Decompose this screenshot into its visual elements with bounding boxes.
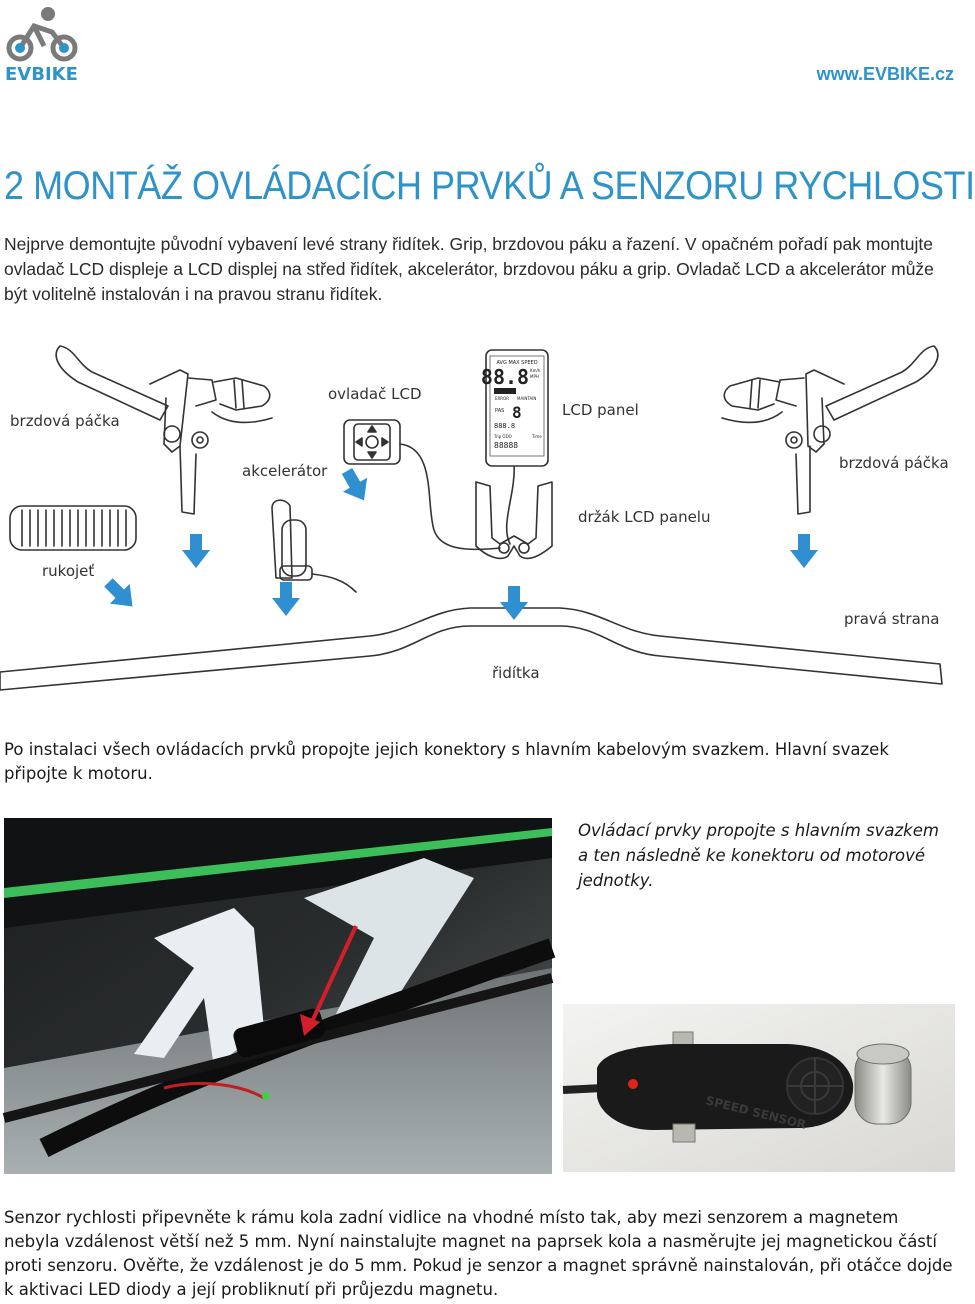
label-lcd-controller: ovladač LCD <box>328 385 422 403</box>
arrow-diagonal-icon <box>98 572 143 617</box>
website-link[interactable]: www.EVBIKE.cz <box>816 64 954 84</box>
lcd-holder <box>475 463 553 560</box>
label-grip: rukojeť <box>42 562 95 580</box>
lcd-kmh-text: Km/h <box>530 368 541 373</box>
grip <box>9 505 137 551</box>
sensor-instructions: Senzor rychlosti připevněte k rámu kola … <box>4 1208 953 1299</box>
intro-paragraph: Nejprve demontujte původní vybavení levé… <box>4 234 934 304</box>
arrow-down-icon <box>182 534 210 568</box>
lcd-panel: AVG MAX SPEED 88.8 Km/h MPH ERROR MAINTA… <box>481 349 549 467</box>
handlebar-diagram: AVG MAX SPEED 88.8 Km/h MPH ERROR MAINTA… <box>0 334 960 734</box>
label-handlebar: řidítka <box>492 664 540 682</box>
arrow-down-icon <box>272 582 300 616</box>
label-brake-left: brzdová páčka <box>10 412 120 430</box>
lcd-speed-text: 88.8 <box>481 365 529 389</box>
handlebar <box>0 607 943 691</box>
battery-indicator <box>494 388 516 394</box>
label-right-side: pravá strana <box>844 610 940 628</box>
lcd-pas-text: PAS <box>495 408 504 414</box>
logo-text: EVBIKE <box>5 64 78 85</box>
lcd-odo-value: 88888 <box>494 441 518 450</box>
lcd-mph-text: MPH <box>530 374 539 379</box>
label-lcd-panel: LCD panel <box>562 401 639 419</box>
lcd-time-text: Time <box>531 434 542 439</box>
label-throttle: akcelerátor <box>242 462 328 480</box>
lcd-header-text: AVG MAX SPEED <box>496 360 537 366</box>
bicycle-rider-icon <box>6 23 78 62</box>
lcd-trip-odo-text: Trip ODO <box>493 434 512 439</box>
arrow-diagonal-icon <box>334 463 377 508</box>
connector-photo <box>2 818 556 1174</box>
lcd-readout-text: 888.8 <box>494 422 515 430</box>
page-title: 2 MONTÁŽ OVLÁDACÍCH PRVKŮ A SENZORU RYCH… <box>4 164 975 208</box>
lcd-maintain-text: MAINTAIN <box>517 396 536 401</box>
label-brake-right: brzdová páčka <box>839 454 949 472</box>
right-brake-lever <box>721 345 939 515</box>
label-lcd-holder: držák LCD panelu <box>578 508 711 526</box>
evbike-logo <box>6 7 78 62</box>
photo-note: Ovládací prvky propojte s hlavním svazke… <box>578 821 939 890</box>
mount-arrows <box>98 463 818 620</box>
lcd-pas-digit: 8 <box>512 403 522 422</box>
connect-paragraph: Po instalaci všech ovládacích prvků prop… <box>4 740 889 783</box>
throttle <box>271 499 357 593</box>
lcd-error-text: ERROR <box>495 396 509 401</box>
lcd-controller <box>343 419 501 551</box>
arrow-down-icon <box>500 586 528 620</box>
left-brake-lever <box>55 345 273 515</box>
speed-sensor-photo: SPEED SENSOR <box>562 1004 955 1172</box>
arrow-down-icon <box>790 534 818 568</box>
